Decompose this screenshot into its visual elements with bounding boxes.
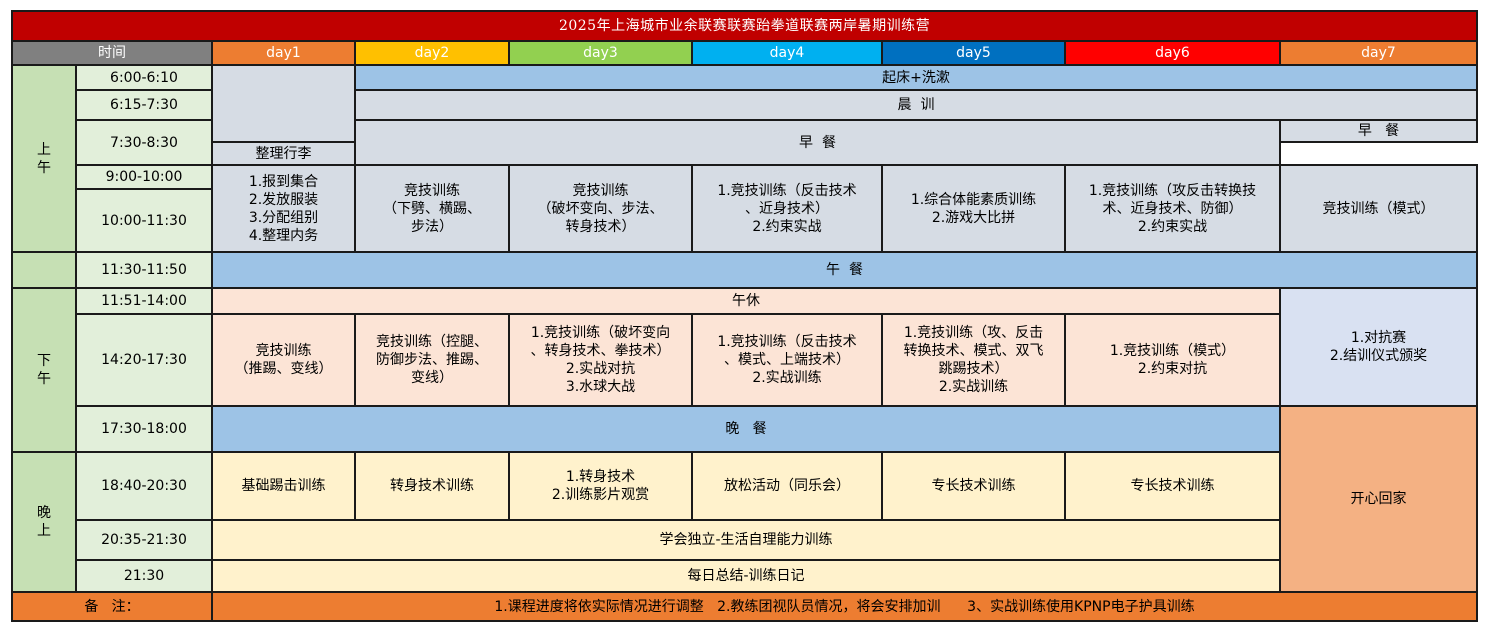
time-slot: 14:20-17:30: [75, 313, 213, 407]
day7-pack-cell: 整理行李: [211, 141, 356, 166]
day6-afternoon-cell: 1.竞技训练（模式） 2.约束对抗: [1064, 313, 1281, 407]
day4-evening-cell: 放松活动（同乐会）: [691, 451, 883, 521]
period-morning: 上 午: [11, 64, 77, 253]
time-slot: 6:00-6:10: [75, 64, 213, 91]
day7-afternoon-cell: 1.对抗赛 2.结训仪式颁奖: [1278, 287, 1479, 407]
time-slot: 11:30-11:50: [75, 251, 213, 289]
time-slot: 21:30: [75, 559, 213, 593]
day3-evening-cell: 1.转身技术 2.训练影片观赏: [508, 451, 693, 521]
day6-morning-cell: 1.竞技训练（攻反击转换技 术、近身技术、防御） 2.约束实战: [1064, 164, 1281, 253]
time-slot: 18:40-20:30: [75, 451, 213, 521]
day2-evening-cell: 转身技术训练: [354, 451, 510, 521]
time-slot: 11:51-14:00: [75, 287, 213, 315]
header-day5: day5: [881, 40, 1066, 66]
time-slot: 6:15-7:30: [75, 89, 213, 121]
header-day7: day7: [1278, 40, 1479, 66]
day5-evening-cell: 专长技术训练: [881, 451, 1066, 521]
period-afternoon: 下 午: [11, 287, 77, 453]
schedule-table: 2025年上海城市业余联赛联赛跆拳道联赛两岸暑期训练营 时间 day1 day2…: [10, 10, 1479, 622]
day6-evening-cell: 专长技术训练: [1064, 451, 1281, 521]
nap-cell: 午休: [211, 287, 1281, 315]
day7-evening-cell: 开心回家: [1278, 405, 1479, 593]
header-day4: day4: [691, 40, 883, 66]
day4-morning-cell: 1.竞技训练（反击技术 、近身技术） 2.约束实战: [691, 164, 883, 253]
header-day6: day6: [1064, 40, 1281, 66]
time-slot: 9:00-10:00: [75, 164, 213, 190]
morning-training-cell: 晨 训: [353, 89, 1479, 121]
breakfast-cell: 早 餐: [354, 119, 1281, 166]
day2-morning-cell: 竞技训练 （下劈、横踢、 步法）: [354, 164, 510, 253]
day7-breakfast-cell: 早 餐: [1278, 119, 1479, 143]
day1-morning-empty: [211, 64, 356, 143]
day1-evening-cell: 基础踢击训练: [211, 451, 356, 521]
day4-afternoon-cell: 1.竞技训练（反击技术 、模式、上端技术） 2.实战训练: [691, 313, 883, 407]
period-evening: 晚 上: [11, 451, 77, 593]
header-day1: day1: [211, 40, 356, 66]
time-slot: 20:35-21:30: [75, 519, 213, 561]
header-day3: day3: [508, 40, 693, 66]
day2-afternoon-cell: 竞技训练（控腿、 防御步法、推踢、 变线）: [354, 313, 510, 407]
sheet-title: 2025年上海城市业余联赛联赛跆拳道联赛两岸暑期训练营: [10, 10, 1479, 42]
notes-label: 备 注：: [11, 591, 213, 622]
header-time: 时间: [11, 40, 213, 66]
day3-afternoon-cell: 1.竞技训练（破坏变向 、转身技术、拳技术） 2.实战对抗 3.水球大战: [508, 313, 693, 407]
period-morning-tail: [11, 251, 77, 289]
notes-text: 1.课程进度将依实际情况进行调整 2.教练团视队员情况，将会安排加训 3、实战训…: [210, 591, 1479, 622]
day5-afternoon-cell: 1.竞技训练（攻、反击 转换技术、模式、双飞 跳踢技术） 2.实战训练: [881, 313, 1066, 407]
self-care-cell: 学会独立-生活自理能力训练: [211, 519, 1281, 561]
day1-morning-cell: 1.报到集合 2.发放服装 3.分配组别 4.整理内务: [211, 164, 356, 253]
day1-afternoon-cell: 竞技训练 （推踢、变线）: [211, 313, 356, 407]
header-day2: day2: [354, 40, 510, 66]
day7-morning-cell: 竞技训练（模式）: [1278, 164, 1479, 253]
time-slot: 10:00-11:30: [75, 188, 213, 253]
day3-morning-cell: 竞技训练 （破坏变向、步法、 转身技术）: [508, 164, 693, 253]
summary-cell: 每日总结-训练日记: [211, 559, 1281, 593]
time-slot: 7:30-8:30: [75, 119, 213, 166]
schedule-sheet: 2025年上海城市业余联赛联赛跆拳道联赛两岸暑期训练营 时间 day1 day2…: [10, 10, 1479, 622]
time-slot: 17:30-18:00: [75, 405, 213, 453]
dinner-cell: 晚 餐: [211, 405, 1281, 453]
wake-up-cell: 起床+洗漱: [353, 64, 1479, 91]
day5-morning-cell: 1.综合体能素质训练 2.游戏大比拼: [881, 164, 1066, 253]
lunch-cell: 午 餐: [210, 251, 1479, 289]
